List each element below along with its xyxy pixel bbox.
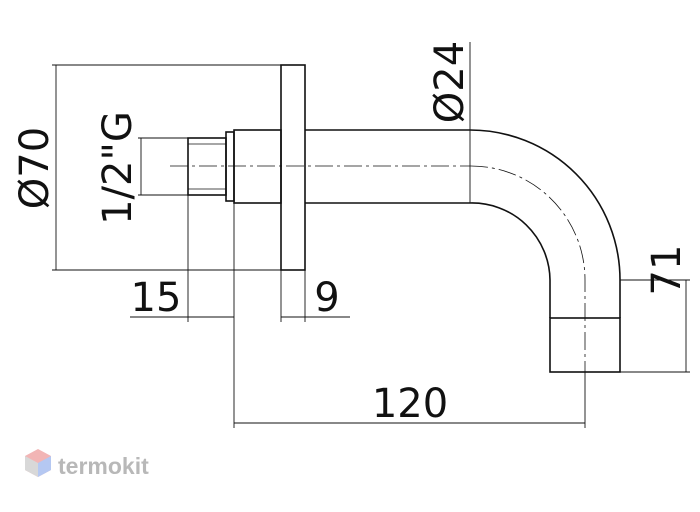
collar bbox=[225, 131, 235, 202]
bend-outer bbox=[469, 129, 621, 318]
watermark-brand: termokit bbox=[58, 453, 149, 479]
centerline-bend bbox=[469, 165, 586, 372]
dim-flange-diameter: Ø70 bbox=[12, 127, 58, 209]
dim-pipe-diameter: Ø24 bbox=[427, 41, 473, 123]
dim-spout-height: 71 bbox=[644, 245, 690, 296]
dim-overall-length: 120 bbox=[372, 381, 448, 427]
collar-body bbox=[233, 129, 282, 204]
dim-thread: 1/2"G bbox=[95, 111, 141, 225]
flange bbox=[280, 64, 306, 271]
termokit-logo-icon bbox=[25, 449, 51, 477]
dim-thread-length: 15 bbox=[131, 275, 182, 321]
thread-nipple bbox=[187, 137, 227, 196]
dim-flange-thickness: 9 bbox=[314, 275, 339, 321]
bend-inner bbox=[469, 202, 551, 318]
